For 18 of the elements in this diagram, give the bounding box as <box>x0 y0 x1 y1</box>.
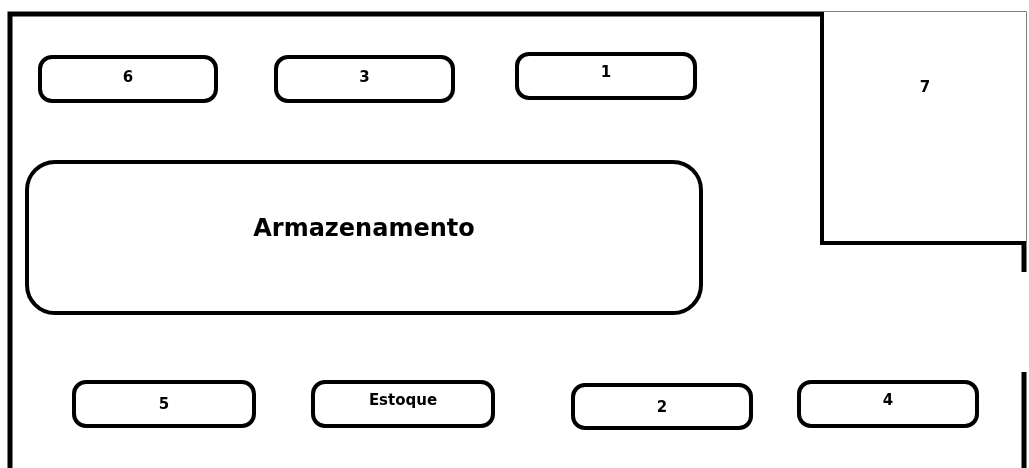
box-label: Armazenamento <box>253 213 475 242</box>
storage-box <box>311 380 495 428</box>
storage-box <box>25 160 703 315</box>
room-area <box>820 12 1026 245</box>
box-label: 4 <box>882 391 894 409</box>
storage-box <box>515 52 697 100</box>
storage-box <box>38 55 218 103</box>
storage-box <box>797 380 979 428</box>
box-label: Estoque <box>368 391 438 409</box>
storage-box <box>571 383 753 430</box>
storage-box <box>72 380 256 428</box>
box-label: 2 <box>656 397 668 416</box>
storage-box <box>274 55 455 103</box>
box-label: 1 <box>600 63 612 81</box>
box-label: 6 <box>122 68 134 86</box>
box-label: 3 <box>359 68 370 86</box>
box-label: 7 <box>919 77 931 96</box>
box-label: 5 <box>158 395 170 413</box>
